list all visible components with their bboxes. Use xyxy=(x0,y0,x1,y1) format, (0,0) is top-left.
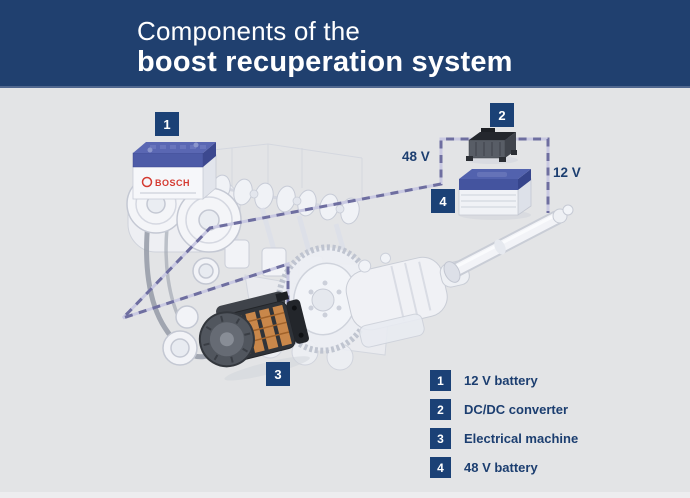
legend-label-1: 12 V battery xyxy=(464,373,538,388)
header-banner: Components of the boost recuperation sys… xyxy=(0,0,690,88)
legend-row-4: 4 48 V battery xyxy=(430,457,578,478)
legend-label-4: 48 V battery xyxy=(464,460,538,475)
dcdc-converter xyxy=(466,128,518,164)
transmission xyxy=(345,252,470,348)
voltage-label-12v: 12 V xyxy=(553,165,581,180)
driveshaft xyxy=(443,204,574,283)
footer-strip xyxy=(0,492,690,498)
dashed-circuit xyxy=(121,137,550,347)
wireframe-lines xyxy=(212,143,363,200)
legend-row-3: 3 Electrical machine xyxy=(430,428,578,449)
legend-chip-4: 4 xyxy=(430,457,451,478)
marker-3-electrical-machine: 3 xyxy=(266,362,290,386)
battery-48v xyxy=(458,169,532,220)
legend-chip-3: 3 xyxy=(430,428,451,449)
legend-row-1: 1 12 V battery xyxy=(430,370,578,391)
bosch-logo-icon xyxy=(141,176,153,188)
page-title-line1: Components of the xyxy=(137,16,361,46)
page-title-line2: boost recuperation system xyxy=(137,46,513,78)
legend: 1 12 V battery 2 DC/DC converter 3 Elect… xyxy=(430,370,578,478)
voltage-label-48v: 48 V xyxy=(402,149,430,164)
battery-brand-text: BOSCH xyxy=(155,178,190,188)
legend-chip-1: 1 xyxy=(430,370,451,391)
legend-label-2: DC/DC converter xyxy=(464,402,569,417)
marker-1-12v-battery: 1 xyxy=(155,112,179,136)
legend-chip-2: 2 xyxy=(430,399,451,420)
battery-12v: BOSCH xyxy=(132,142,217,200)
pulleys xyxy=(126,174,242,366)
marker-4-48v-battery: 4 xyxy=(431,189,455,213)
marker-2-dcdc-converter: 2 xyxy=(490,103,514,127)
electrical-machine xyxy=(198,291,310,381)
legend-label-3: Electrical machine xyxy=(464,431,579,446)
legend-row-2: 2 DC/DC converter xyxy=(430,399,578,420)
